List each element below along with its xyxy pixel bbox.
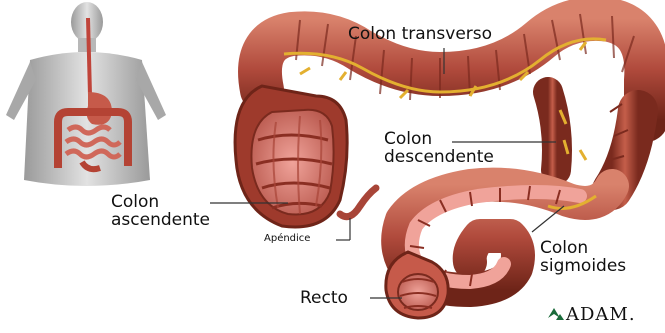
brand-adam: ADAM. — [566, 304, 636, 325]
label-colon-sigmoides-line2: sigmoides — [540, 258, 626, 276]
label-colon-transverso: Colon transverso — [348, 26, 492, 44]
adam-logo-icon — [548, 308, 564, 320]
body-thumbnail — [6, 2, 166, 186]
label-colon-ascendente-line2: ascendente — [111, 212, 210, 230]
label-apendice: Apéndice — [264, 234, 310, 245]
label-colon-descendente-line2: descendente — [384, 149, 494, 167]
label-recto: Recto — [300, 290, 348, 308]
